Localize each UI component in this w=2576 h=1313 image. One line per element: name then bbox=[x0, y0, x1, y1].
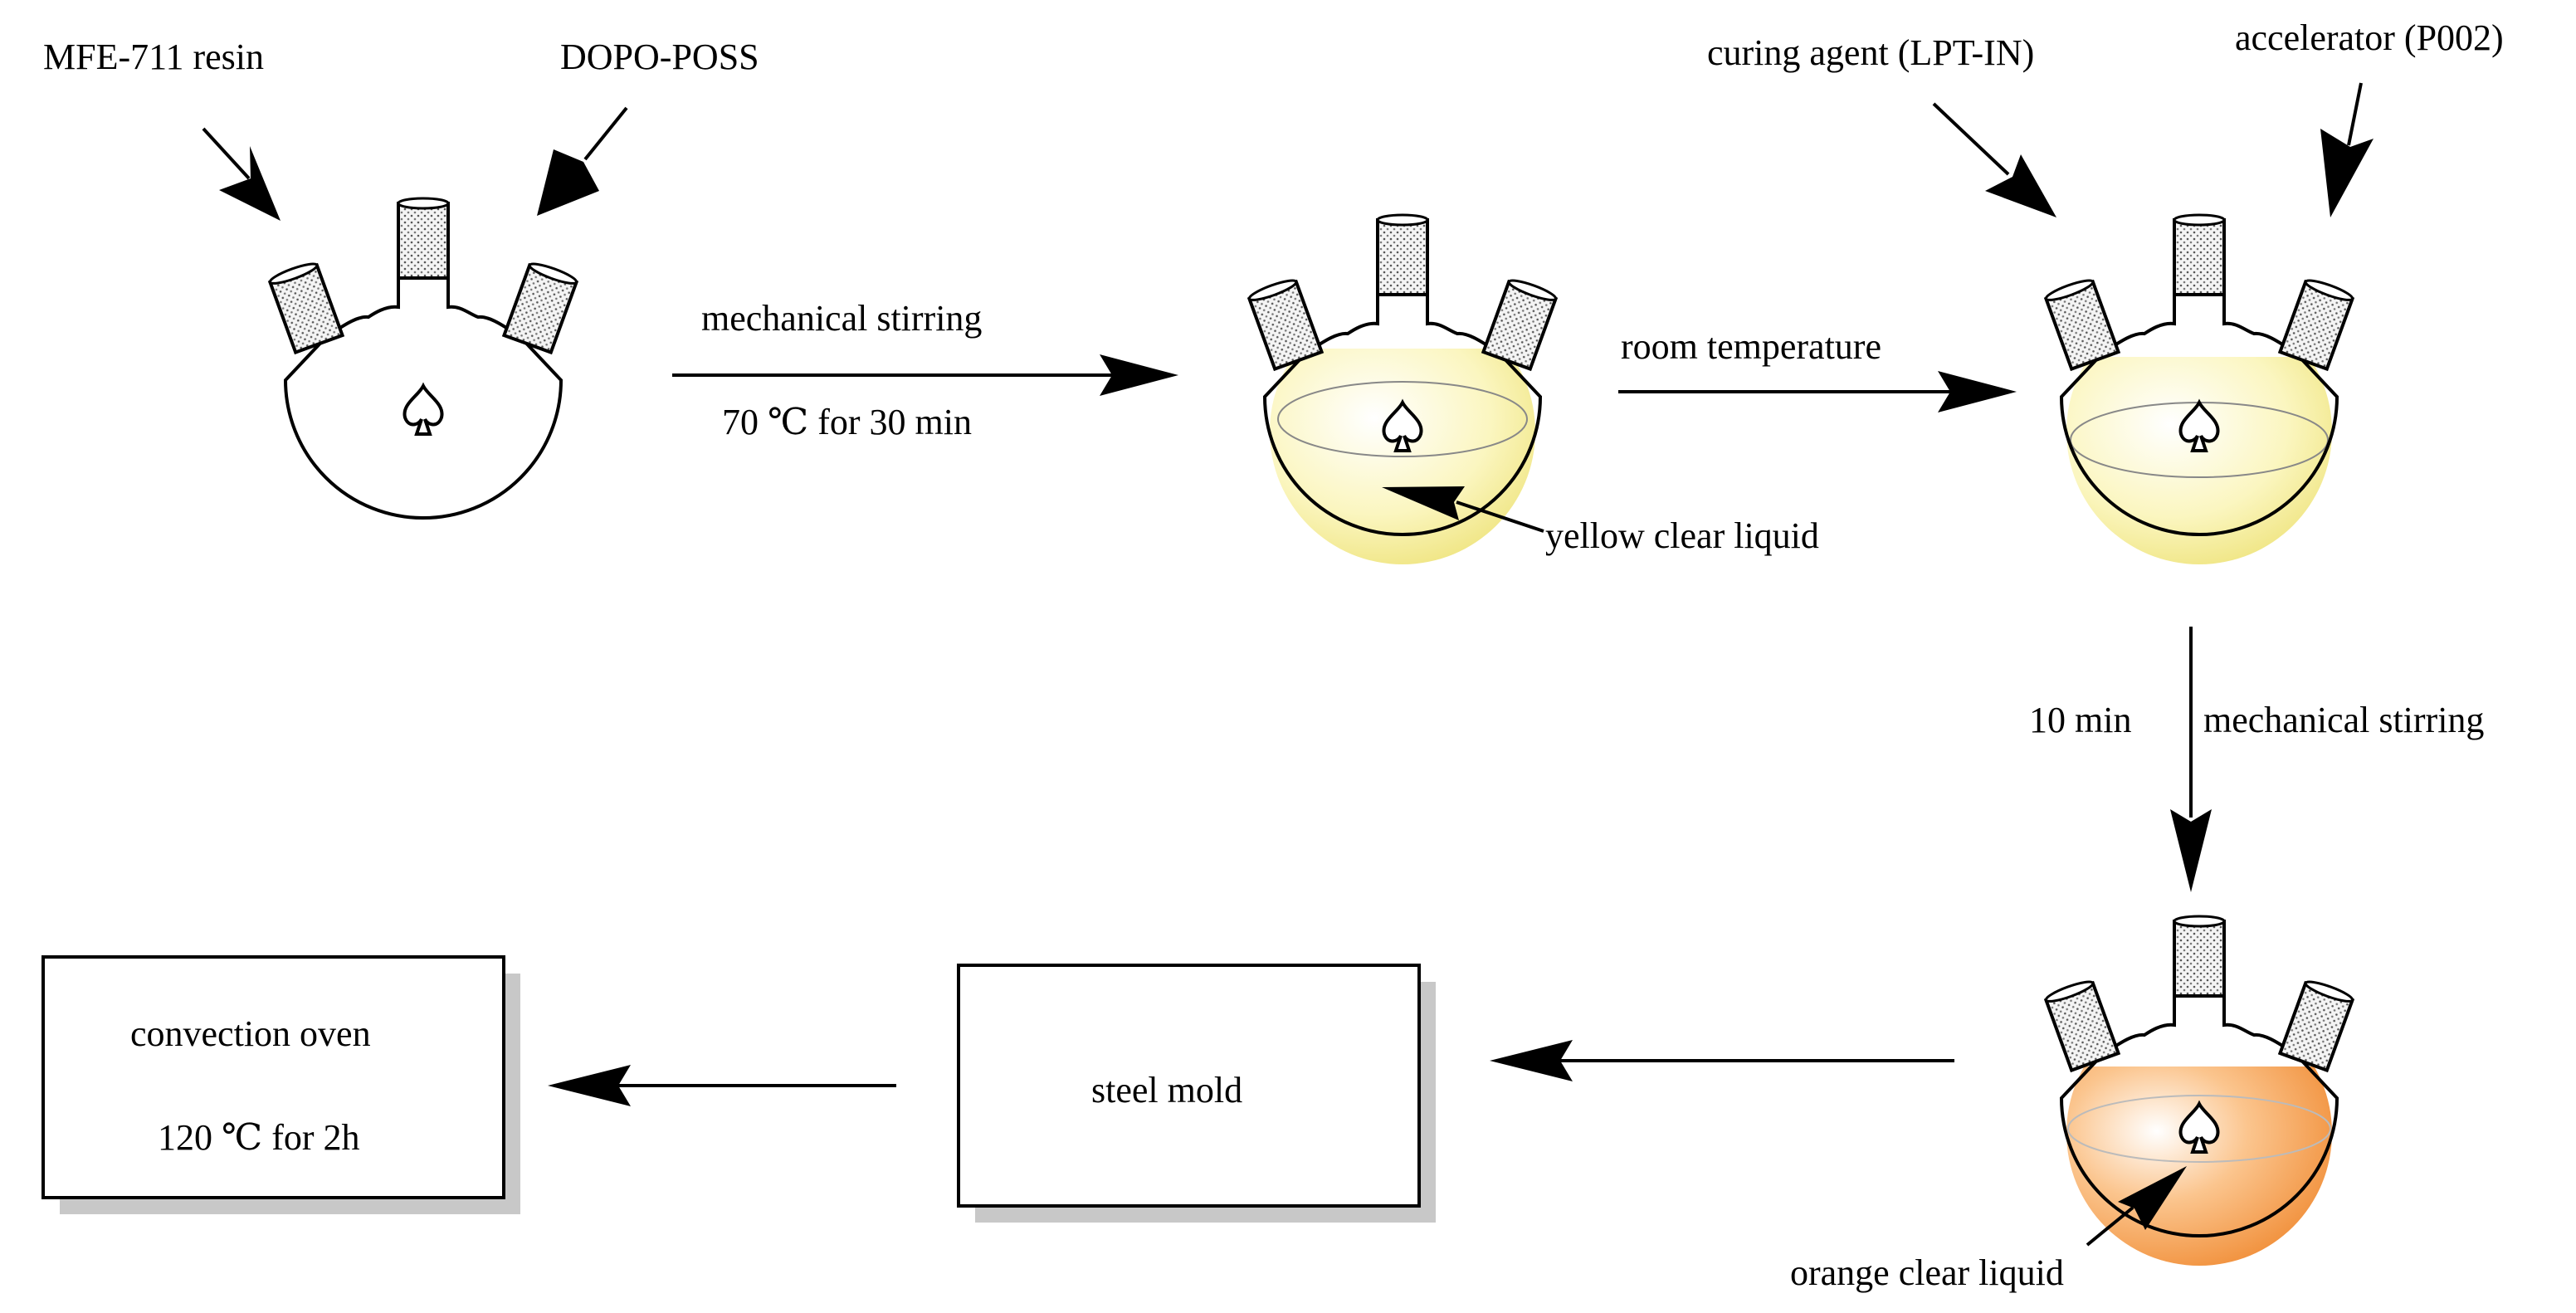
steel-mold-box bbox=[957, 964, 1436, 1223]
arrow-orange-liquid-pointer bbox=[2086, 1166, 2187, 1247]
arrow-mfe-input bbox=[202, 127, 281, 221]
convection-oven-box bbox=[41, 955, 520, 1214]
arrow-yellow-liquid-pointer bbox=[1382, 486, 1544, 533]
arrow-curing-agent-input bbox=[1932, 102, 2056, 217]
label-steel-mold: steel mold bbox=[1091, 1070, 1242, 1110]
label-room-temperature: room temperature bbox=[1621, 326, 1881, 367]
arrow-step-5-left bbox=[548, 1065, 896, 1106]
label-temp-time-1: 70 ℃ for 30 min bbox=[722, 402, 972, 442]
label-accelerator: accelerator (P002) bbox=[2235, 17, 2504, 58]
label-mfe-resin: MFE-711 resin bbox=[43, 37, 264, 77]
flask-3-yellow bbox=[2042, 213, 2356, 564]
flask-2-yellow bbox=[1246, 213, 1559, 564]
arrow-dopo-input bbox=[537, 106, 628, 216]
flask-1-empty bbox=[266, 197, 580, 520]
arrow-step-3-down bbox=[2170, 627, 2212, 892]
label-yellow-liquid: yellow clear liquid bbox=[1545, 515, 1819, 556]
label-oven-condition: 120 ℃ for 2h bbox=[158, 1117, 360, 1158]
arrow-step-1 bbox=[672, 354, 1178, 396]
label-convection-oven: convection oven bbox=[130, 1013, 371, 1054]
flask-4-orange bbox=[2042, 915, 2356, 1266]
label-mechanical-stirring-1: mechanical stirring bbox=[701, 298, 982, 339]
arrow-step-2 bbox=[1618, 371, 2017, 412]
label-10-min: 10 min bbox=[2029, 700, 2131, 740]
label-dopo-poss: DOPO-POSS bbox=[560, 37, 759, 77]
label-curing-agent: curing agent (LPT-IN) bbox=[1707, 32, 2034, 73]
arrow-accelerator-input bbox=[2320, 82, 2374, 217]
label-orange-liquid: orange clear liquid bbox=[1790, 1252, 2064, 1293]
label-mechanical-stirring-2: mechanical stirring bbox=[2203, 700, 2484, 740]
arrow-step-4-left bbox=[1490, 1040, 1954, 1081]
